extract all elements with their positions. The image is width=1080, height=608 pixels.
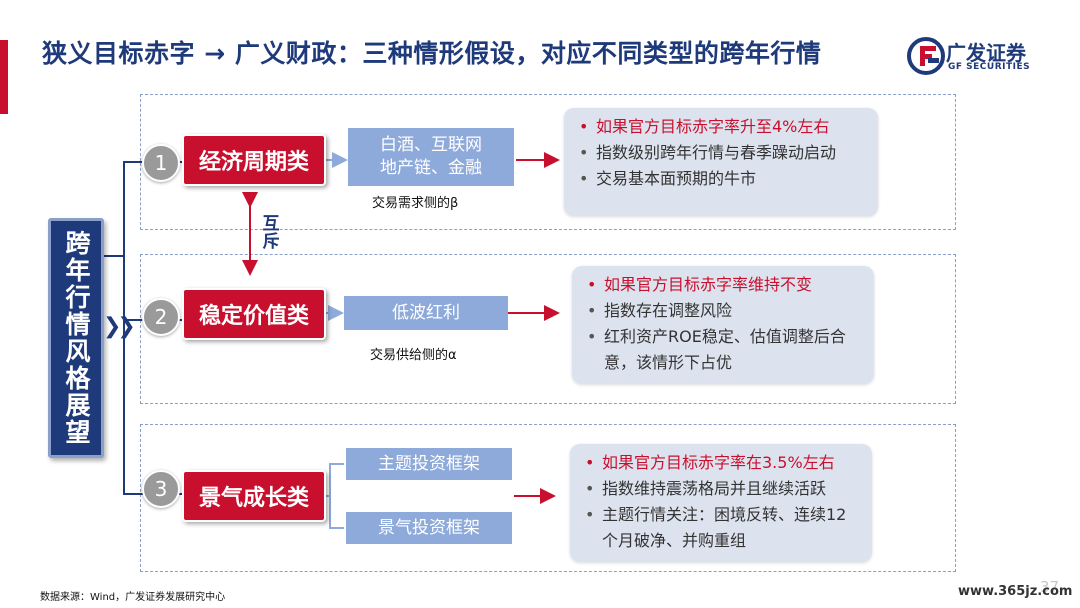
- bullet-condition: 如果官方目标赤字率升至4%左右: [576, 114, 868, 140]
- mutual-exclusion-label: 互斥: [258, 214, 279, 250]
- page-number: 37: [1040, 578, 1060, 596]
- scenario-name-1: 经济周期类: [182, 134, 326, 186]
- sector-label: 低波红利: [392, 302, 460, 323]
- scenario-frame-3: [140, 424, 956, 572]
- scenario-sectors-1: 白酒、互联网 地产链、金融: [348, 128, 514, 186]
- bullet-condition: 如果官方目标赤字率在3.5%左右: [582, 450, 862, 476]
- scenario-sectors-3a: 主题投资框架: [346, 448, 512, 480]
- double-chevron-right-icon: ❯❯: [103, 314, 136, 339]
- scenario-caption-1: 交易需求侧的β: [372, 196, 459, 211]
- gf-logo: 广发证券 GF SECURITIES: [906, 36, 1046, 76]
- bullet-item: 指数维持震荡格局并且继续活跃: [582, 476, 862, 502]
- bullet-condition: 如果官方目标赤字率维持不变: [584, 272, 864, 298]
- sector-label: 地产链、金融: [380, 158, 482, 178]
- sector-label: 主题投资框架: [378, 453, 480, 474]
- scenario-bullets-3: 如果官方目标赤字率在3.5%左右 指数维持震荡格局并且继续活跃 主题行情关注：困…: [570, 444, 872, 562]
- scenario-caption-2: 交易供给侧的α: [370, 348, 457, 363]
- bullet-item: 指数存在调整风险: [584, 298, 864, 324]
- scenario-number-2: 2: [142, 298, 180, 336]
- bullet-item: 交易基本面预期的牛市: [576, 166, 868, 192]
- logo-chinese-name: 广发证券: [946, 41, 1026, 65]
- sector-label: 景气投资框架: [378, 517, 480, 538]
- scenario-bullets-1: 如果官方目标赤字率升至4%左右 指数级别跨年行情与春季躁动启动 交易基本面预期的…: [564, 108, 878, 216]
- bullet-item: 红利资产ROE稳定、估值调整后合意，该情形下占优: [584, 324, 864, 376]
- data-source-note: 数据来源：Wind，广发证券发展研究中心: [40, 592, 226, 603]
- logo-english-name: GF SECURITIES: [948, 62, 1031, 72]
- scenario-bullets-2: 如果官方目标赤字率维持不变 指数存在调整风险 红利资产ROE稳定、估值调整后合意…: [572, 266, 874, 384]
- bullet-item: 指数级别跨年行情与春季躁动启动: [576, 140, 868, 166]
- scenario-sectors-2: 低波红利: [344, 296, 508, 330]
- outlook-vertical-text: 跨年行情风格展望: [62, 230, 91, 446]
- outlook-vertical-label: 跨年行情风格展望: [48, 218, 104, 458]
- page-title: 狭义目标赤字 → 广义财政：三种情形假设，对应不同类型的跨年行情: [42, 39, 822, 68]
- scenario-number-3: 3: [142, 470, 180, 508]
- watermark: www.365jz.com: [958, 584, 1073, 599]
- bullet-item: 主题行情关注：困境反转、连续12个月破净、并购重组: [582, 502, 862, 554]
- sector-label: 白酒、互联网: [380, 135, 482, 156]
- scenario-name-3: 景气成长类: [182, 470, 326, 522]
- gf-logo-icon: [907, 37, 945, 75]
- title-accent-bar: [0, 40, 8, 114]
- scenario-number-1: 1: [142, 144, 180, 182]
- scenario-sectors-3b: 景气投资框架: [346, 512, 512, 544]
- scenario-name-2: 稳定价值类: [182, 288, 326, 340]
